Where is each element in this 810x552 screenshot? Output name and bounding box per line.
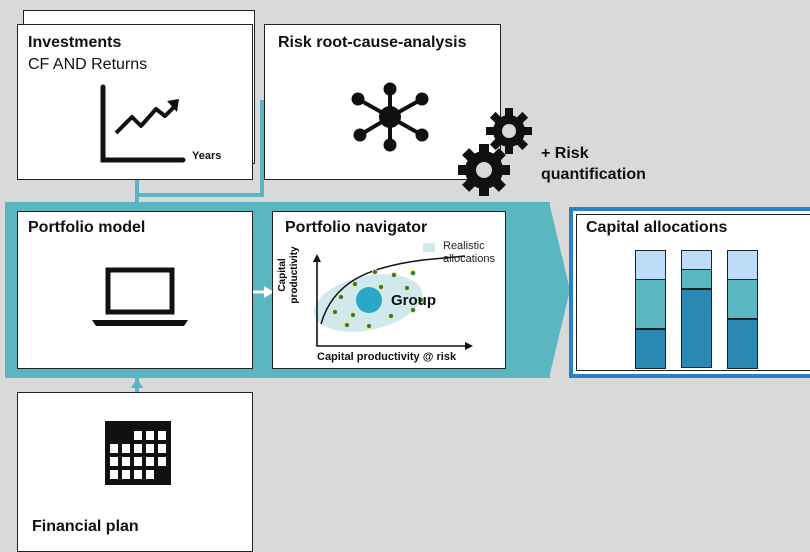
legend-line1: Realistic bbox=[443, 240, 485, 252]
calendar-day-cell bbox=[134, 470, 142, 479]
portfolio-model-card: Portfolio model bbox=[17, 211, 253, 369]
line-chart-icon bbox=[100, 84, 186, 163]
financial-plan-card: Financial plan bbox=[17, 392, 253, 552]
navigator-chart bbox=[313, 243, 473, 350]
investments-subtitle: CF AND Returns bbox=[28, 56, 148, 73]
network-icon bbox=[351, 82, 429, 152]
allocation-segment bbox=[681, 269, 712, 289]
capital-allocations-inner: Capital allocations bbox=[576, 214, 810, 371]
allocation-segment bbox=[727, 319, 758, 369]
calendar-day-cell bbox=[110, 444, 118, 453]
calendar-day-cell bbox=[146, 457, 154, 466]
ylabel-line2: productivity bbox=[289, 246, 300, 304]
risk-rca-title: Risk root-cause-analysis bbox=[278, 34, 467, 51]
calendar-day-cell bbox=[134, 431, 142, 440]
legend-line2: allocations bbox=[443, 253, 495, 265]
investments-title: Investments bbox=[28, 34, 122, 51]
calendar-day-cell bbox=[158, 444, 166, 453]
capital-allocations-frame: Capital allocations bbox=[569, 207, 810, 378]
allocation-segment bbox=[727, 279, 758, 319]
calendar-day-cell bbox=[122, 470, 130, 479]
calendar-day-cell bbox=[134, 457, 142, 466]
capital-allocations-title: Capital allocations bbox=[586, 219, 728, 236]
allocation-segment bbox=[635, 250, 666, 280]
calendar-day-cell bbox=[122, 457, 130, 466]
calendar-day-cell bbox=[110, 457, 118, 466]
financial-plan-title: Financial plan bbox=[32, 518, 139, 535]
calendar-day-cell bbox=[146, 444, 154, 453]
allocation-bars bbox=[577, 215, 810, 375]
risk-rca-card: Risk root-cause-analysis bbox=[264, 24, 501, 180]
allocation-segment bbox=[727, 250, 758, 280]
allocation-segment bbox=[681, 289, 712, 368]
calendar-day-cell bbox=[122, 444, 130, 453]
allocation-segment bbox=[635, 329, 666, 369]
ylabel-line1: Capital bbox=[277, 258, 288, 292]
calendar-day-cell bbox=[110, 470, 118, 479]
portfolio-model-title: Portfolio model bbox=[28, 219, 146, 236]
group-label: Group bbox=[391, 292, 436, 309]
gears-icon bbox=[458, 108, 532, 196]
portfolio-navigator-title: Portfolio navigator bbox=[285, 219, 428, 236]
ylabel: Capital productivity bbox=[277, 240, 301, 310]
group-marker bbox=[356, 287, 382, 313]
risk-quant-line2: quantification bbox=[541, 166, 646, 183]
xlabel: Capital productivity @ risk bbox=[317, 351, 457, 363]
calendar-day-cell bbox=[134, 444, 142, 453]
investments-card: Investments CF AND Returns Years bbox=[17, 24, 253, 180]
laptop-icon bbox=[92, 267, 188, 326]
allocation-segment bbox=[681, 250, 712, 270]
years-label: Years bbox=[192, 150, 222, 162]
risk-quant-line1: + Risk bbox=[541, 145, 589, 162]
calendar-day-cell bbox=[158, 431, 166, 440]
calendar-day-cell bbox=[146, 431, 154, 440]
portfolio-navigator-card: Portfolio navigator Realistic allocation… bbox=[272, 211, 506, 369]
calendar-day-cell bbox=[146, 470, 154, 479]
calendar-icon bbox=[105, 421, 171, 485]
legend-swatch bbox=[423, 243, 435, 252]
allocation-segment bbox=[635, 279, 666, 329]
calendar-day-cell bbox=[158, 457, 166, 466]
